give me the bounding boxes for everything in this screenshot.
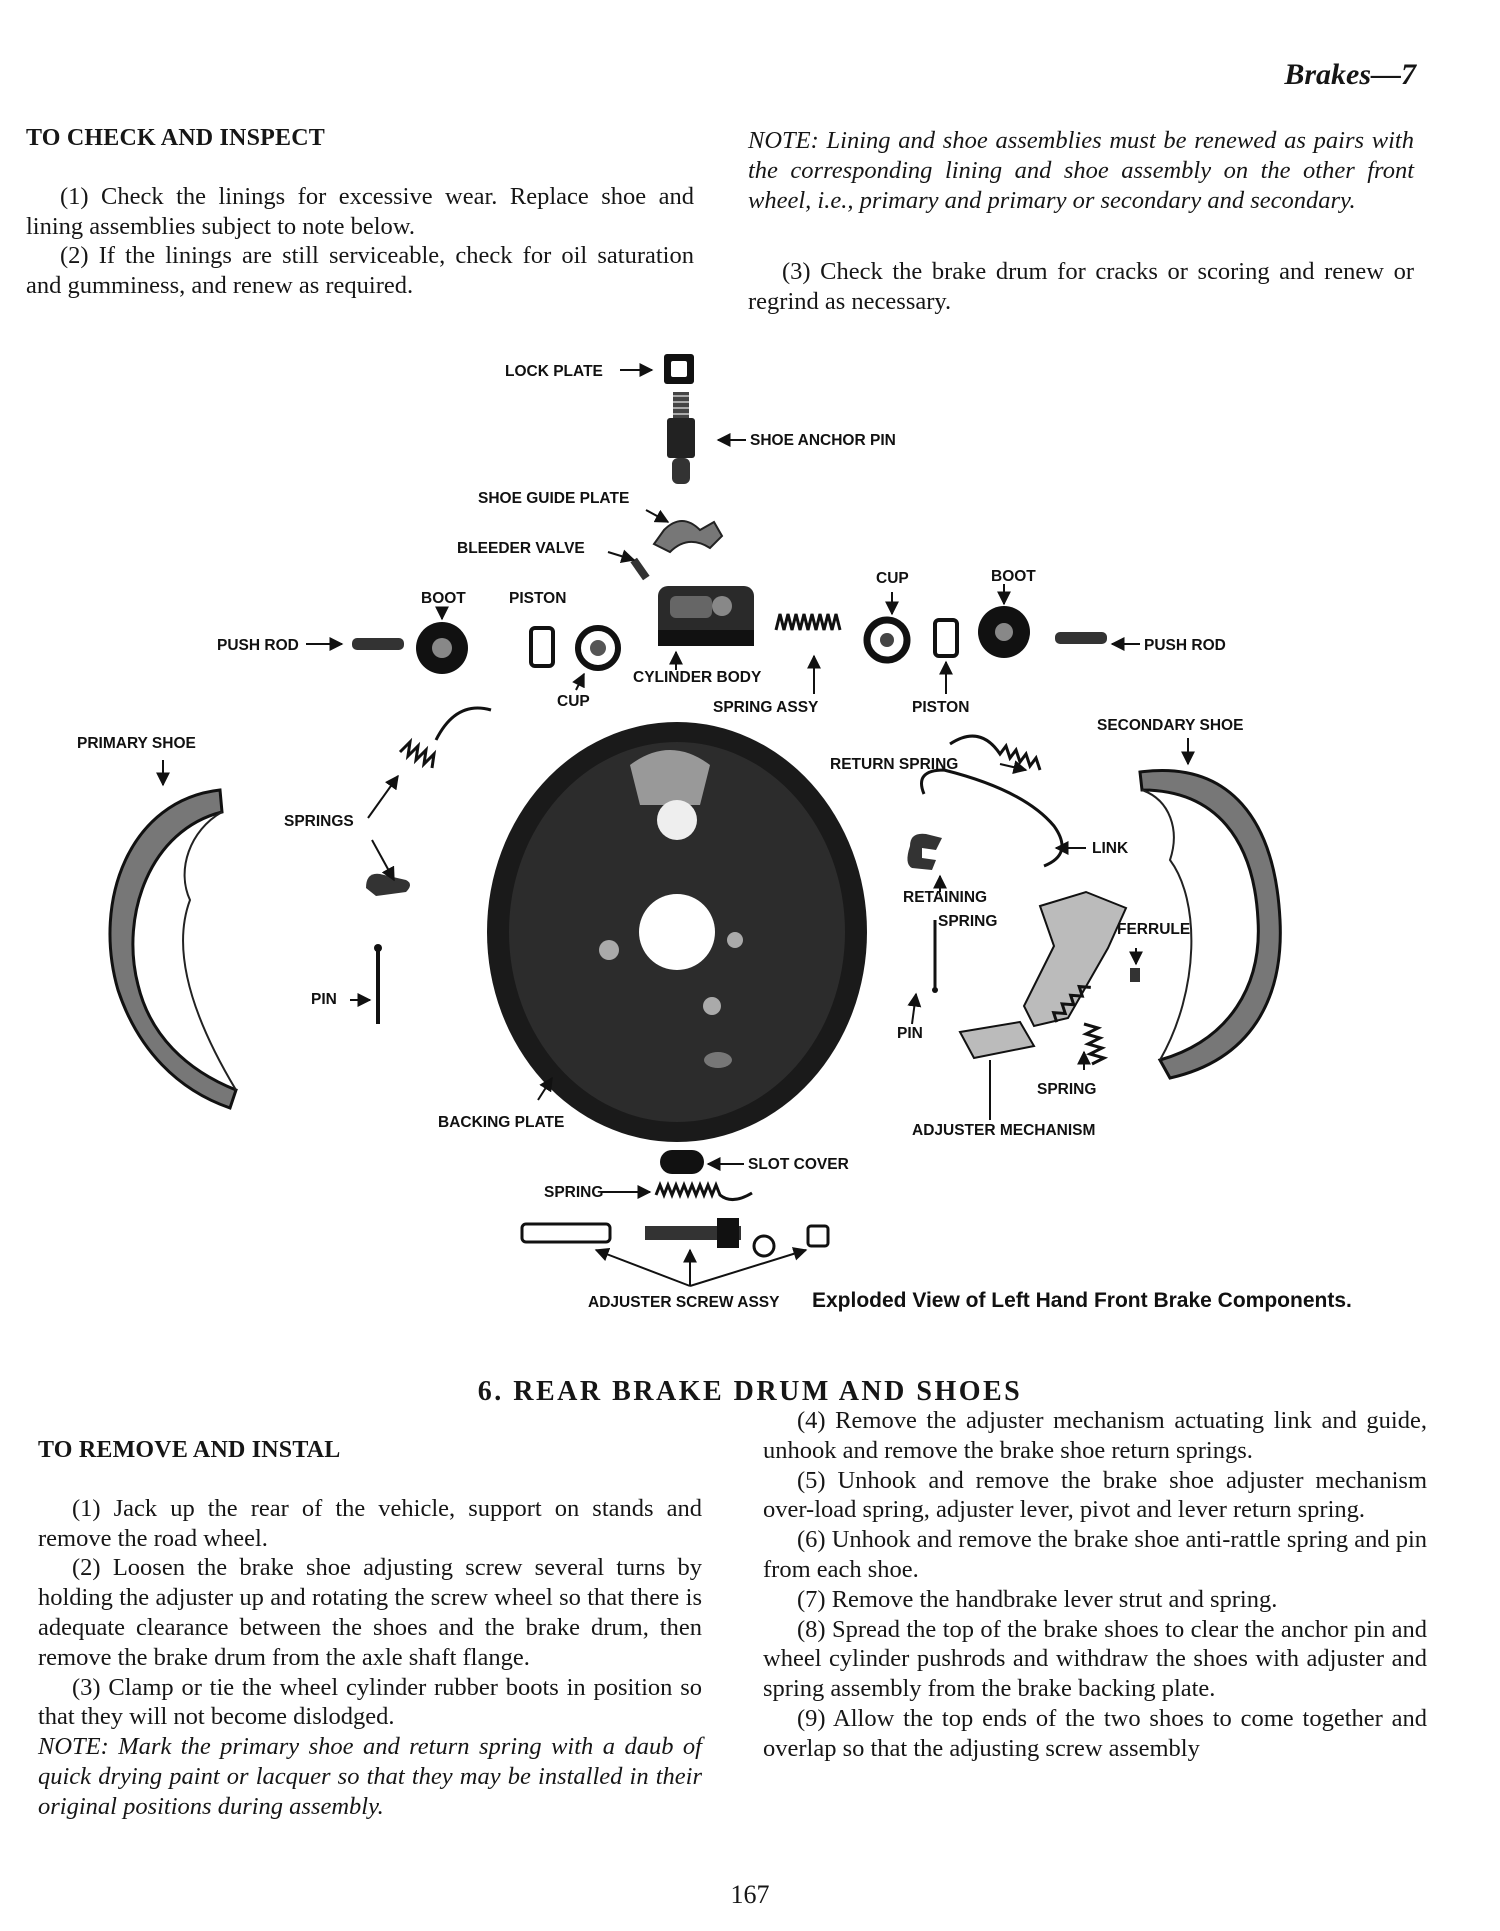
label-adjuster-screw-assy: ADJUSTER SCREW ASSY	[588, 1294, 780, 1311]
label-adjuster-mechanism: ADJUSTER MECHANISM	[912, 1122, 1095, 1139]
label-boot-left: BOOT	[421, 590, 466, 607]
label-lock-plate: LOCK PLATE	[505, 363, 603, 380]
springs-part	[398, 706, 492, 769]
figure-caption: Exploded View of Left Hand Front Brake C…	[812, 1289, 1352, 1312]
remove-step-4: (4) Remove the adjuster mechanism actuat…	[763, 1407, 1427, 1464]
slot-cover-part	[660, 1150, 704, 1174]
page-number: 167	[730, 1880, 770, 1909]
lock-plate-part	[664, 354, 694, 384]
label-backing-plate: BACKING PLATE	[438, 1114, 564, 1131]
inspect-heading: TO CHECK AND INSPECT	[26, 125, 325, 151]
remove-step-7: (7) Remove the handbrake lever strut and…	[797, 1585, 1278, 1613]
leader-lines	[156, 363, 1195, 1287]
shoe-anchor-pin-part	[667, 392, 695, 484]
label-pin-left: PIN	[311, 991, 337, 1008]
cup-right-part	[863, 616, 911, 664]
label-link: LINK	[1092, 840, 1129, 857]
return-spring-part	[949, 734, 1042, 771]
label-return-spring: RETURN SPRING	[830, 756, 958, 773]
push-rod-right-part	[1055, 632, 1107, 644]
inspect-note: NOTE: Lining and shoe assemblies must be…	[748, 127, 1414, 214]
retaining-spring-part	[907, 833, 942, 870]
piston-right-part	[933, 618, 959, 658]
label-cup-right: CUP	[876, 570, 909, 587]
pin-right-part	[932, 920, 938, 993]
label-piston-left: PISTON	[509, 590, 566, 607]
label-retaining: RETAINING	[903, 889, 987, 906]
adjuster-screw-assy-part	[520, 1218, 830, 1258]
remove-right-column: (4) Remove the adjuster mechanism actuat…	[763, 1406, 1427, 1764]
label-shoe-anchor-pin: SHOE ANCHOR PIN	[750, 432, 896, 449]
primary-shoe-part	[108, 788, 238, 1110]
label-cup-left: CUP	[557, 693, 590, 710]
label-pin-right: PIN	[897, 1025, 923, 1042]
remove-step-8: (8) Spread the top of the brake shoes to…	[763, 1615, 1427, 1703]
exploded-view-figure: LOCK PLATE SHOE ANCHOR PIN SHOE GUIDE PL…	[77, 354, 1352, 1312]
bleeder-valve-part	[630, 557, 650, 581]
spring-bottom-part	[654, 1180, 753, 1201]
remove-step-1: (1) Jack up the rear of the vehicle, sup…	[38, 1494, 702, 1552]
label-bleeder-valve: BLEEDER VALVE	[457, 540, 585, 557]
remove-step-9: (9) Allow the top ends of the two shoes …	[763, 1704, 1427, 1762]
push-rod-left-part	[352, 638, 404, 650]
backing-plate-part	[487, 722, 867, 1142]
label-slot-cover: SLOT COVER	[748, 1156, 849, 1173]
inspect-step-3: (3) Check the brake drum for cracks or s…	[748, 258, 1414, 316]
cylinder-body-part	[658, 586, 754, 646]
inspect-right-column: NOTE: Lining and shoe assemblies must be…	[748, 126, 1414, 317]
remove-heading: TO REMOVE AND INSTAL	[38, 1437, 341, 1463]
label-primary-shoe: PRIMARY SHOE	[77, 735, 196, 752]
inspect-column: TO CHECK AND INSPECT (1) Check the linin…	[26, 124, 694, 301]
springs-clip-part	[366, 873, 410, 896]
cup-left-part	[575, 625, 621, 671]
boot-left-part	[416, 622, 468, 674]
remove-left-column: TO REMOVE AND INSTAL (1) Jack up the rea…	[38, 1436, 702, 1822]
pin-left-part	[374, 944, 382, 1024]
label-secondary-shoe: SECONDARY SHOE	[1097, 717, 1243, 734]
link-part	[920, 768, 1064, 868]
remove-step-2: (2) Loosen the brake shoe adjusting scre…	[38, 1554, 702, 1671]
adjuster-mechanism-part	[958, 890, 1128, 1060]
spring-assy-part	[774, 613, 842, 631]
label-shoe-guide-plate: SHOE GUIDE PLATE	[478, 490, 629, 507]
remove-step-6: (6) Unhook and remove the brake shoe ant…	[763, 1526, 1428, 1583]
label-spring-adjuster: SPRING	[1037, 1081, 1096, 1098]
label-retaining-spring: SPRING	[938, 913, 997, 930]
shoe-guide-plate-part	[652, 520, 724, 554]
label-spring-bottom: SPRING	[544, 1184, 603, 1201]
remove-step-5: (5) Unhook and remove the brake shoe adj…	[763, 1466, 1427, 1524]
label-push-rod-right: PUSH ROD	[1144, 637, 1226, 654]
adjuster-spring-part	[1081, 1022, 1109, 1066]
running-head: Brakes—7	[1284, 58, 1416, 91]
piston-left-part	[529, 626, 555, 668]
label-boot-right: BOOT	[991, 568, 1036, 585]
boot-right-part	[978, 606, 1030, 658]
secondary-shoe-part	[1138, 769, 1282, 1080]
section-title: 6. REAR BRAKE DRUM AND SHOES	[477, 1376, 1023, 1407]
label-cylinder-body: CYLINDER BODY	[633, 669, 762, 686]
ferrule-part	[1130, 968, 1140, 982]
inspect-step-2: (2) If the linings are still serviceable…	[26, 242, 694, 300]
remove-step-3: (3) Clamp or tie the wheel cylinder rubb…	[38, 1673, 702, 1731]
label-piston-right: PISTON	[912, 699, 969, 716]
remove-note: NOTE: Mark the primary shoe and return s…	[38, 1733, 702, 1820]
label-ferrule: FERRULE	[1117, 921, 1190, 938]
label-push-rod-left: PUSH ROD	[217, 637, 299, 654]
inspect-step-1: (1) Check the linings for excessive wear…	[26, 182, 694, 240]
label-spring-assy: SPRING ASSY	[713, 699, 819, 716]
label-springs: SPRINGS	[284, 813, 354, 830]
